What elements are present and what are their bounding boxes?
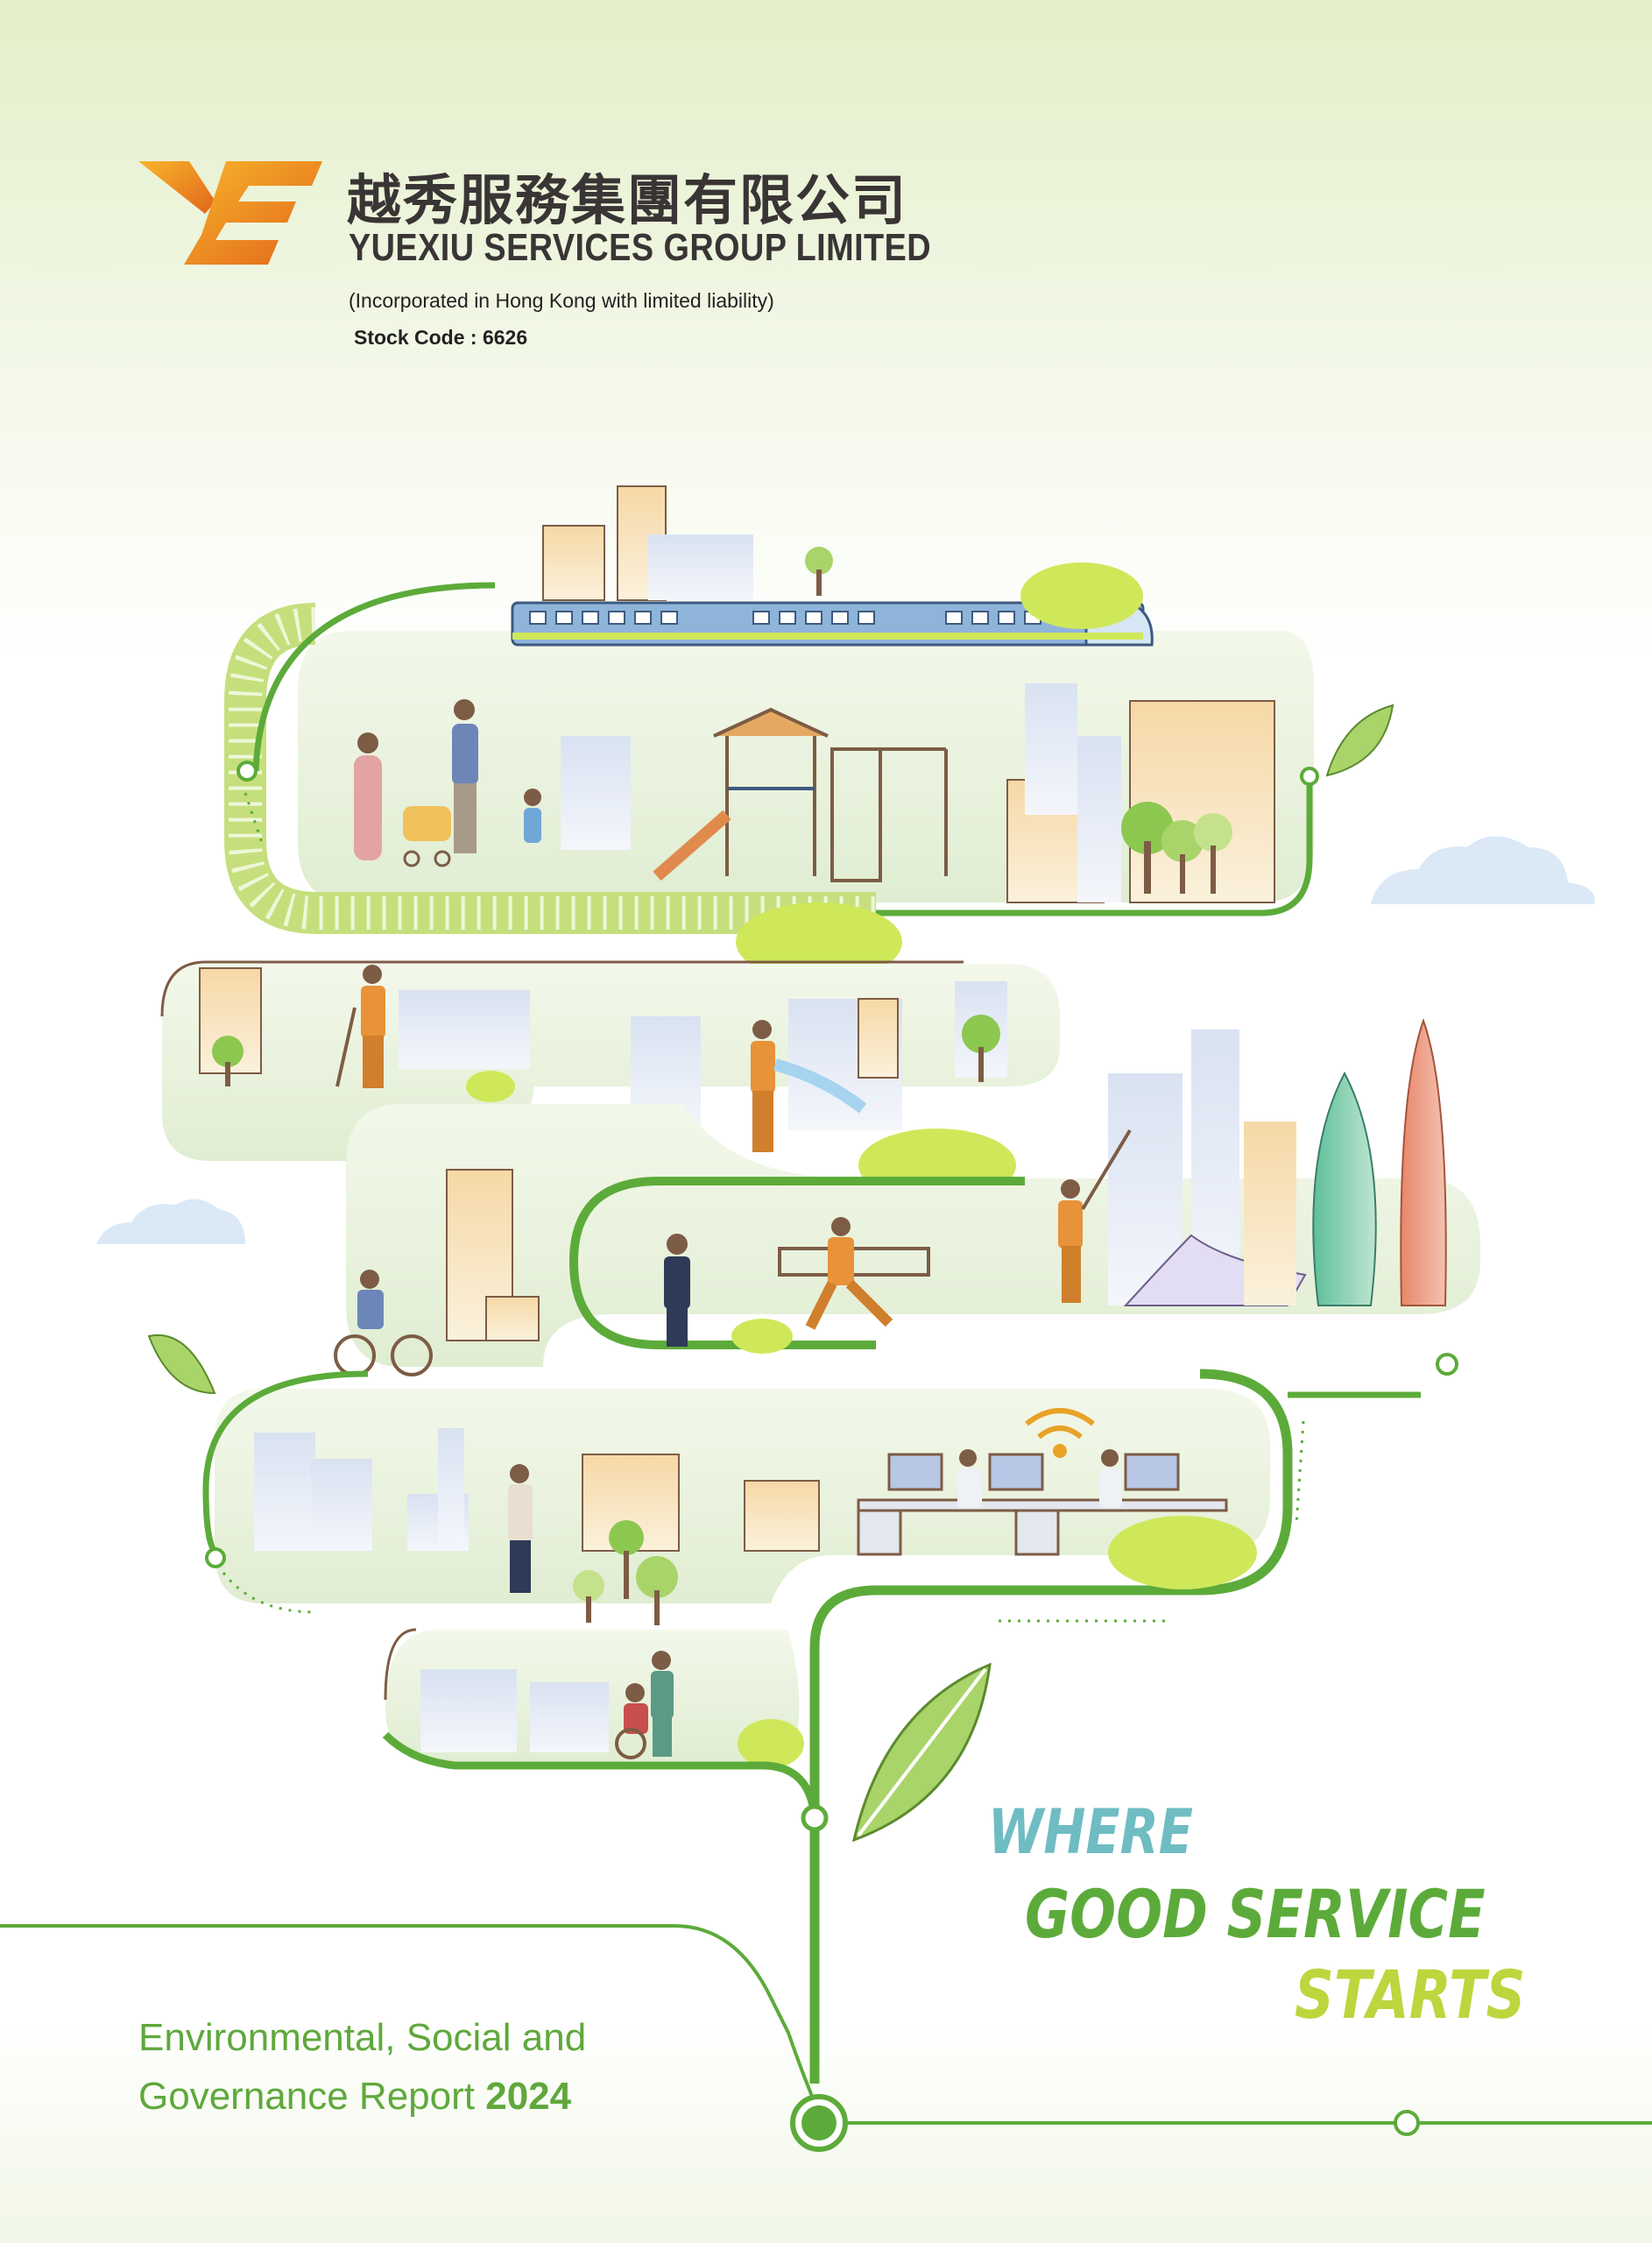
yuexiu-logo-icon — [138, 161, 322, 265]
cyclist-icon — [334, 1270, 433, 1376]
family-walking-icon — [354, 699, 541, 867]
slogan-line-3: STARTS — [1295, 1956, 1526, 2034]
playground-icon — [653, 707, 948, 882]
company-name-english: YUEXIU SERVICES GROUP LIMITED — [349, 226, 931, 269]
incorporation-note: (Incorporated in Hong Kong with limited … — [349, 289, 774, 312]
ladder-worker-icon — [778, 1217, 930, 1330]
skyline-landmark-icon — [1108, 1017, 1447, 1306]
security-guard-icon — [664, 1234, 690, 1347]
office-desk-icon — [857, 1453, 1228, 1556]
report-title: Environmental, Social and Governance Rep… — [138, 2008, 586, 2126]
washer-worker-icon — [751, 1020, 867, 1152]
tree-icon — [573, 1520, 678, 1625]
report-title-line-1: Environmental, Social and — [138, 2016, 587, 2059]
window-cleaner-icon — [1058, 1129, 1132, 1303]
report-year: 2024 — [485, 2075, 572, 2118]
street-cleaner-icon — [335, 965, 385, 1088]
cloud-icon — [96, 836, 1595, 1244]
stock-code: Stock Code : 6626 — [354, 326, 528, 349]
slogan-line-1: WHERE — [988, 1796, 1193, 1868]
company-name-chinese: 越秀服務集團有限公司 — [347, 168, 908, 232]
slogan-line-2: GOOD SERVICE — [1025, 1875, 1486, 1953]
wifi-icon — [1025, 1408, 1095, 1458]
tree-icon — [212, 1015, 1000, 1086]
report-title-prefix: Governance Report — [138, 2075, 486, 2118]
caregiver-wheelchair-icon — [615, 1651, 674, 1759]
office-worker-icon — [508, 1449, 1122, 1593]
leaf-icon — [147, 704, 1394, 1843]
tree-icon — [805, 547, 1232, 894]
report-title-line-2: Governance Report 2024 — [138, 2067, 586, 2126]
